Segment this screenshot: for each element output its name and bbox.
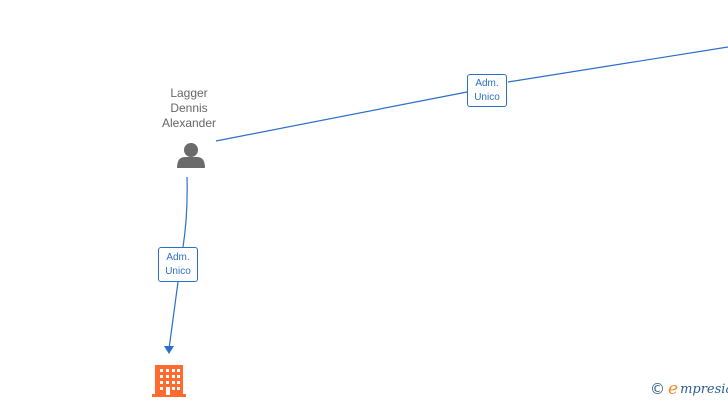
person-name-line: Alexander (161, 116, 217, 130)
edge-label-adm-unico-down[interactable]: Adm. Unico (158, 247, 198, 282)
person-icon[interactable] (177, 143, 205, 168)
edge-label-line: Unico (474, 92, 500, 103)
building-icon[interactable] (152, 365, 186, 397)
person-name-line: Lagger (170, 86, 208, 100)
empresia-logo[interactable]: © e mpresia (650, 379, 728, 399)
person-name-line: Dennis (170, 101, 208, 115)
logo-text: mpresia (680, 381, 728, 397)
logo-initial: e (668, 379, 679, 399)
edge-label-line: Unico (165, 266, 191, 277)
edge-line-top (215, 46, 728, 142)
edge-label-line: Adm. (166, 252, 190, 263)
edge-label-adm-unico-top[interactable]: Adm. Unico (467, 74, 507, 107)
person-name[interactable]: Lagger Dennis Alexander (140, 86, 238, 131)
edge-line-down (168, 176, 188, 350)
copyright-icon: © (650, 380, 665, 398)
edge-label-line: Adm. (475, 78, 499, 89)
arrow-head (164, 346, 174, 354)
